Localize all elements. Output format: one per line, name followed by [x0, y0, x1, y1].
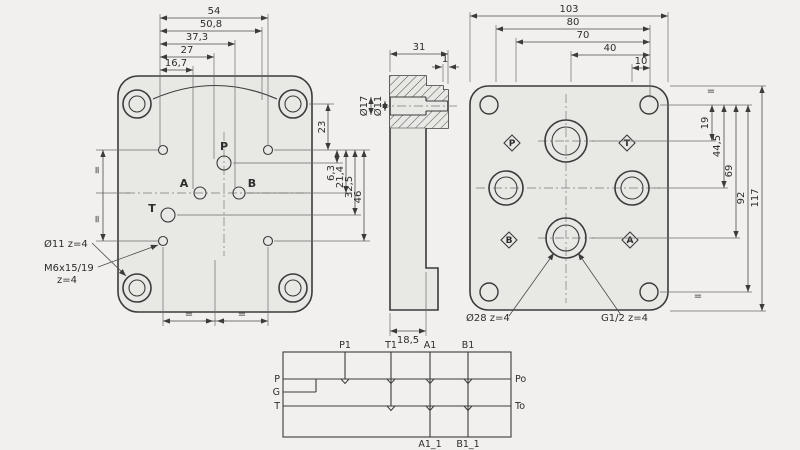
- back-dim-92: 92: [736, 192, 747, 205]
- side-bore-edges: [390, 96, 448, 129]
- side-dim-step: 1: [432, 54, 459, 82]
- front-dim-27: 27: [181, 45, 194, 56]
- back-equal-mark-top: =: [707, 86, 715, 97]
- front-port-label-a: A: [180, 177, 189, 190]
- back-view: P T B A 103 80 70 40 10: [466, 4, 766, 324]
- back-dimensions-top: 103 80 70 40 10: [469, 4, 669, 98]
- front-leader-d11: [91, 242, 127, 277]
- schematic-lines: [283, 352, 511, 437]
- front-port-label-p: P: [220, 140, 228, 153]
- front-dim-54: 54: [208, 6, 221, 17]
- schematic-label-a1: A1: [424, 340, 437, 351]
- schematic-label-g: G: [273, 387, 280, 398]
- front-port-label-b: B: [248, 177, 256, 190]
- schematic-label-b1: B1: [462, 340, 475, 351]
- back-port-label-t: T: [624, 139, 631, 149]
- back-dim-69: 69: [724, 165, 735, 178]
- front-equal-left: = =: [92, 149, 158, 242]
- back-dim-44-5: 44,5: [712, 135, 723, 157]
- schematic-label-po: Po: [515, 374, 526, 385]
- front-top-arc: [152, 84, 278, 100]
- back-dim-10: 10: [635, 56, 648, 67]
- side-dim-18-5: 18,5: [397, 335, 419, 346]
- side-view: 31 1 18,5 Ø17 Ø11: [358, 42, 459, 346]
- front-view: P A B T 54 50,8 37,3 27 16,7: [44, 6, 370, 326]
- schematic-label-p1: P1: [339, 340, 351, 351]
- front-dim-32-5: 32,5: [344, 176, 355, 198]
- back-port-label-a: A: [627, 236, 634, 246]
- back-dim-40: 40: [604, 43, 617, 54]
- side-bore-diameters: Ø17 Ø11: [358, 96, 388, 117]
- back-callout-g12: G1/2 z=4: [601, 313, 648, 324]
- front-dimensions-right: 23 6,3 21,4 32,5 46: [177, 103, 370, 242]
- side-label-d11: Ø11: [372, 96, 384, 117]
- back-port-label-p: P: [509, 139, 516, 149]
- back-leader-g12: [577, 252, 622, 316]
- front-callouts: Ø11 z=4 M6x15/19 z=4: [44, 238, 159, 286]
- back-dim-103: 103: [559, 4, 578, 15]
- front-dim-21-4: 21,4: [335, 166, 346, 188]
- back-dim-117: 117: [750, 188, 761, 207]
- back-dim-19: 19: [700, 117, 711, 130]
- front-dim-50-8: 50,8: [200, 19, 222, 30]
- front-equal-mark-bottom-1: =: [185, 309, 193, 320]
- back-port-diamonds: P T B A: [500, 134, 639, 249]
- schematic-label-to: To: [514, 401, 525, 412]
- schematic-label-t1: T1: [384, 340, 397, 351]
- back-dim-80: 80: [567, 17, 580, 28]
- back-leader-d28: [508, 252, 555, 317]
- front-dim-16-7: 16,7: [165, 58, 187, 69]
- front-dimensions-top: 54 50,8 37,3 27 16,7: [159, 6, 269, 189]
- front-equal-mark-bottom-2: =: [238, 309, 246, 320]
- schematic-label-b1-1: B1_1: [456, 439, 479, 450]
- front-mount-holes: [157, 144, 274, 247]
- front-equal-bottom: = =: [162, 247, 269, 326]
- schematic-label-t: T: [273, 401, 280, 412]
- back-port-bores: [488, 119, 650, 259]
- back-dim-70: 70: [577, 30, 590, 41]
- side-dim-bottom: 18,5: [389, 272, 427, 346]
- front-dim-37-3: 37,3: [186, 32, 208, 43]
- back-port-label-b: B: [506, 236, 513, 246]
- front-dim-46: 46: [353, 191, 364, 204]
- side-dim-31: 31: [413, 42, 426, 53]
- front-leader-m6: [97, 244, 159, 268]
- back-callout-d28: Ø28 z=4: [466, 312, 510, 324]
- back-callouts: Ø28 z=4 G1/2 z=4: [466, 252, 648, 324]
- side-dim-width: 31: [389, 42, 449, 84]
- front-corner-holes: [122, 89, 308, 303]
- schematic-border: [282, 351, 512, 438]
- front-port-label-t: T: [148, 202, 156, 215]
- front-callout-thread-m6: M6x15/19: [44, 263, 94, 274]
- front-dim-6-3: 6,3: [326, 165, 337, 181]
- front-port-holes: [160, 155, 246, 223]
- back-corner-holes: [479, 95, 659, 302]
- front-equal-mark-left-2: =: [92, 215, 103, 223]
- back-dimensions-right: 19 44,5 69 92 117 = =: [592, 85, 766, 312]
- back-equal-mark-bottom: =: [694, 291, 702, 302]
- schematic-label-p: P: [274, 374, 280, 385]
- front-dim-23: 23: [317, 121, 328, 134]
- front-callout-thread-z4: z=4: [57, 275, 77, 286]
- side-dim-1: 1: [442, 54, 448, 65]
- front-equal-mark-left-1: =: [92, 166, 103, 174]
- side-label-d17: Ø17: [358, 96, 370, 117]
- schematic-label-a1-1: A1_1: [418, 439, 441, 450]
- front-callout-hole-d11: Ø11 z=4: [44, 238, 88, 250]
- side-hatch-upper: [390, 76, 448, 101]
- hydraulic-schematic: P1 T1 A1 B1 P G T Po To A1_1 B1_1: [273, 340, 527, 450]
